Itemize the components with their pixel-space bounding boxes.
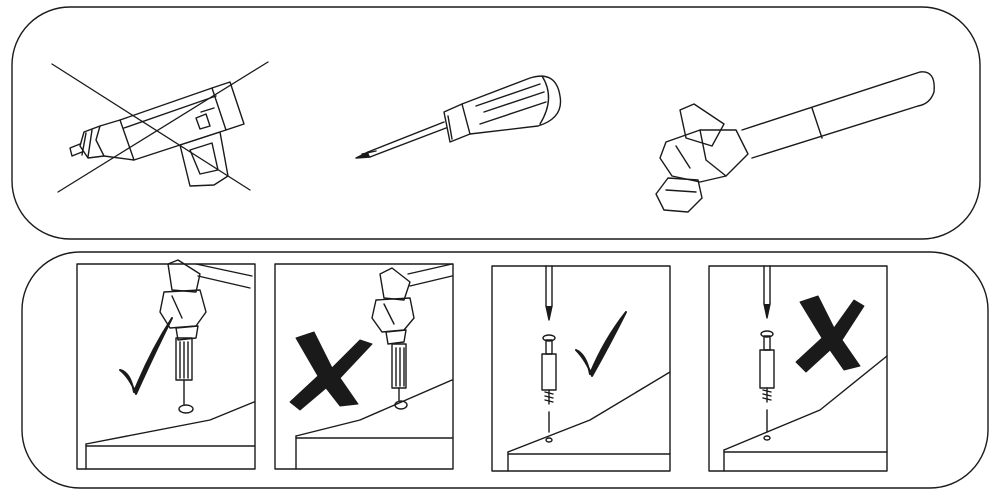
step-4-cross-icon: [795, 295, 865, 373]
step-4-board: [723, 355, 888, 472]
step-3-screwdriver-icon: [545, 265, 553, 321]
step-1-hammer-icon: [159, 259, 253, 341]
step-1-frame: [76, 263, 256, 470]
step-2-frame: [274, 263, 454, 470]
prohibited-cross-icon: [51, 61, 269, 193]
step-4-frame: [708, 265, 888, 472]
tools-panel-frame: [11, 6, 981, 240]
step-3-check-icon: [575, 311, 627, 377]
step-4-hole-icon: [763, 409, 771, 441]
step-3-cam-bolt-icon: [541, 334, 557, 405]
step-2-cross-icon: [289, 331, 373, 411]
step-1-hole-icon: [178, 404, 194, 414]
step-3-hole-icon: [545, 411, 553, 443]
step-3-board: [507, 371, 671, 472]
step-2-dowel-icon: [391, 343, 407, 401]
step-4-screwdriver-icon: [763, 265, 771, 319]
step-4-cam-bolt-icon: [759, 330, 775, 403]
step-2-hammer-icon: [371, 263, 453, 345]
screwdriver-icon: [355, 75, 562, 159]
step-1-dowel-icon: [175, 337, 193, 405]
step-1-board: [85, 401, 255, 470]
step-2-hole-icon: [394, 400, 408, 410]
power-drill-icon: [69, 81, 245, 187]
steps-panel-frame: [21, 251, 989, 489]
step-1-check-icon: [119, 317, 173, 395]
hammer-icon: [655, 71, 935, 213]
step-3-frame: [491, 265, 671, 472]
step-2-board: [295, 379, 453, 470]
